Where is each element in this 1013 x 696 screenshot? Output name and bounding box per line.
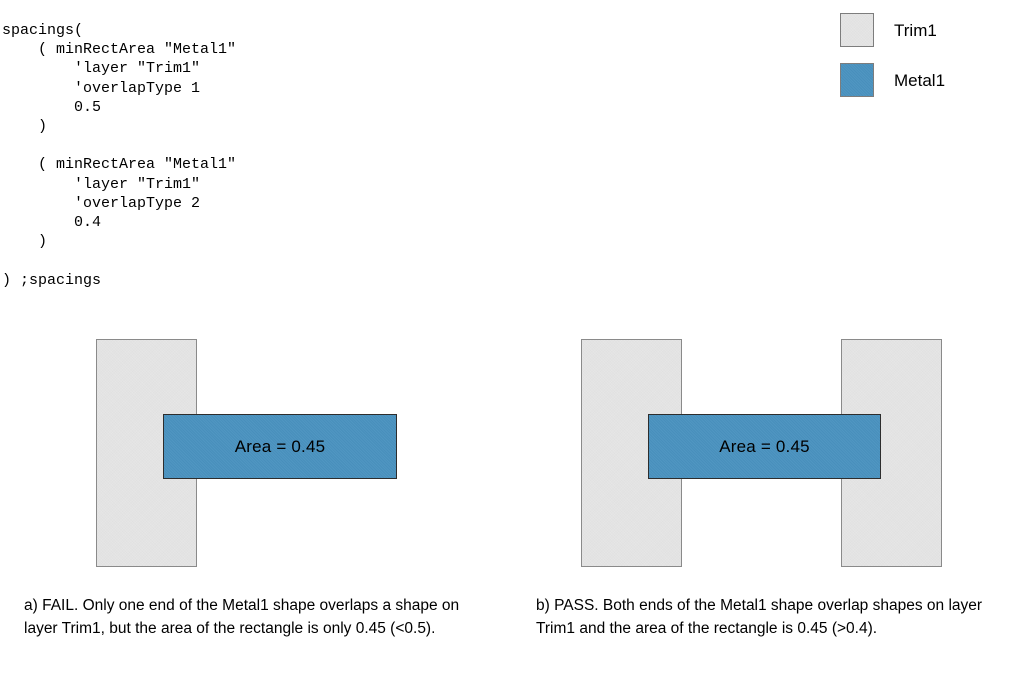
figure-b-area-label: Area = 0.45 <box>719 437 810 456</box>
figure-a-area-label: Area = 0.45 <box>234 437 326 456</box>
trim1-swatch-icon <box>840 13 874 47</box>
spacings-code-listing: spacings( ( minRectArea "Metal1" 'layer … <box>2 22 237 289</box>
metal1-swatch-icon <box>840 63 874 97</box>
figure-a-metal1-shape: Area = 0.45 <box>163 414 397 479</box>
figure-b-caption: b) PASS. Both ends of the Metal1 shape o… <box>536 597 983 637</box>
figure-b-trim1-shape-left <box>581 339 682 567</box>
figure-b-metal1-shape: Area = 0.45 <box>648 414 881 479</box>
legend-label-trim1: Trim1 <box>894 20 937 40</box>
legend-item-trim1: Trim1 <box>840 11 1010 49</box>
figure-a-trim1-shape <box>96 339 197 567</box>
figure-a-caption: a) FAIL. Only one end of the Metal1 shap… <box>24 597 460 637</box>
figure-b-trim1-shape-right <box>841 339 942 567</box>
legend-label-metal1: Metal1 <box>894 70 946 90</box>
layer-legend: Trim1 Metal1 <box>840 11 1010 111</box>
legend-item-metal1: Metal1 <box>840 61 1010 99</box>
